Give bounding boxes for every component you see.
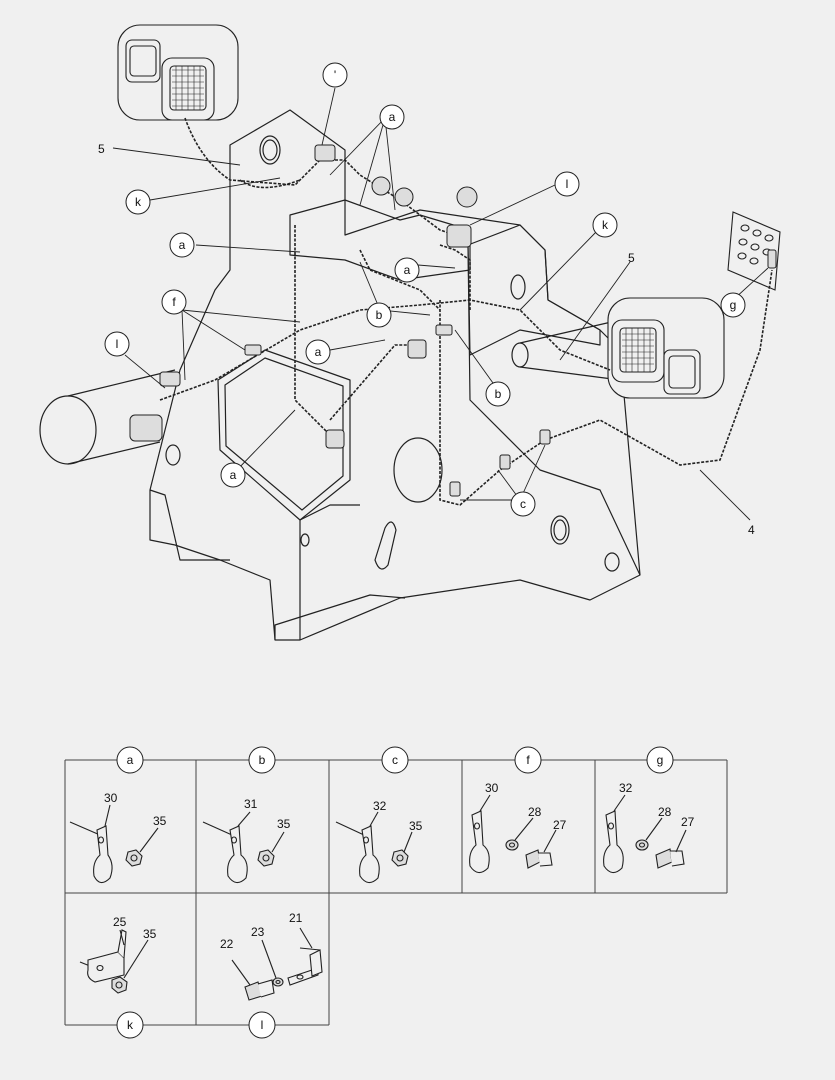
detail-l-bracket: 21 (289, 911, 303, 925)
part-number-5-top: 5 (98, 142, 105, 156)
detail-c-part: 32 (373, 799, 387, 813)
detail-l-bolt: 22 (220, 937, 234, 951)
svg-text:k: k (127, 1018, 134, 1032)
detail-grid (64, 759, 728, 1026)
callout-b-right: b (485, 381, 511, 407)
detail-b-nut: 35 (277, 817, 291, 831)
svg-text:a: a (127, 753, 134, 767)
part-number-4: 4 (748, 523, 755, 537)
detail-a-part: 30 (104, 791, 118, 805)
detail-l (231, 927, 323, 1001)
detail-c (335, 811, 413, 884)
detail-g-washer: 28 (658, 805, 672, 819)
svg-text:b: b (495, 387, 502, 401)
detail-b-part: 31 (244, 797, 258, 811)
svg-text:a: a (404, 263, 411, 277)
svg-text:l: l (116, 337, 119, 351)
detail-g-bolt: 27 (681, 815, 695, 829)
callout-a-left-mid: a (169, 232, 195, 258)
detail-tag-b: b (248, 746, 276, 774)
callout-a-top-right: a (379, 104, 405, 130)
part-number-5-right: 5 (628, 251, 635, 265)
detail-k (79, 929, 149, 994)
harness-clips (129, 144, 777, 497)
detail-tag-c: c (381, 746, 409, 774)
detail-l-washer: 23 (251, 925, 265, 939)
svg-text:g: g (657, 753, 664, 767)
svg-text:b: b (259, 753, 266, 767)
callout-k-right: k (592, 212, 618, 238)
svg-text:l: l (566, 177, 569, 191)
detail-tag-f: f (514, 746, 542, 774)
detail-f (469, 794, 557, 874)
work-lamp-right (607, 297, 725, 399)
detail-tag-g: g (646, 746, 674, 774)
callout-l-top: l (554, 171, 580, 197)
svg-text:b: b (376, 308, 383, 322)
detail-f-bolt: 27 (553, 818, 567, 832)
svg-text:k: k (135, 195, 142, 209)
detail-tag-l: l (248, 1011, 276, 1039)
detail-g-part: 32 (619, 781, 633, 795)
callout-small-mark: ' (322, 62, 348, 88)
callout-f-left: f (161, 289, 187, 315)
callout-c-bottom: c (510, 491, 536, 517)
svg-text:k: k (602, 218, 609, 232)
frame-assembly (39, 109, 641, 641)
svg-text:l: l (261, 1018, 264, 1032)
svg-text:': ' (334, 68, 336, 82)
callout-a-center: a (305, 339, 331, 365)
svg-text:f: f (526, 753, 530, 767)
main-part-numbers: 5 5 4 (98, 142, 755, 537)
connector-plate (727, 211, 781, 291)
svg-text:a: a (315, 345, 322, 359)
detail-k-nut: 35 (143, 927, 157, 941)
callout-l-left: l (104, 331, 130, 357)
svg-text:c: c (520, 497, 526, 511)
detail-f-washer: 28 (528, 805, 542, 819)
callout-a-center-right: a (394, 257, 420, 283)
detail-g (603, 794, 687, 874)
detail-a (69, 804, 159, 884)
svg-text:g: g (730, 298, 737, 312)
work-lamp-left (117, 24, 239, 121)
callout-b-center: b (366, 302, 392, 328)
detail-c-nut: 35 (409, 819, 423, 833)
callout-k-top: k (125, 189, 151, 215)
detail-tag-a: a (116, 746, 144, 774)
svg-text:a: a (389, 110, 396, 124)
svg-text:f: f (172, 295, 176, 309)
detail-tags: a b c f g k l (116, 746, 674, 1039)
main-callouts: ' a k l k a a f (104, 62, 746, 517)
svg-text:c: c (392, 753, 398, 767)
detail-f-part: 30 (485, 781, 499, 795)
callout-a-bottom: a (220, 462, 246, 488)
detail-a-nut: 35 (153, 814, 167, 828)
svg-text:a: a (179, 238, 186, 252)
detail-k-part: 25 (113, 915, 127, 929)
callout-g-right: g (720, 292, 746, 318)
detail-tag-k: k (116, 1011, 144, 1039)
detail-b (202, 811, 285, 884)
svg-text:a: a (230, 468, 237, 482)
